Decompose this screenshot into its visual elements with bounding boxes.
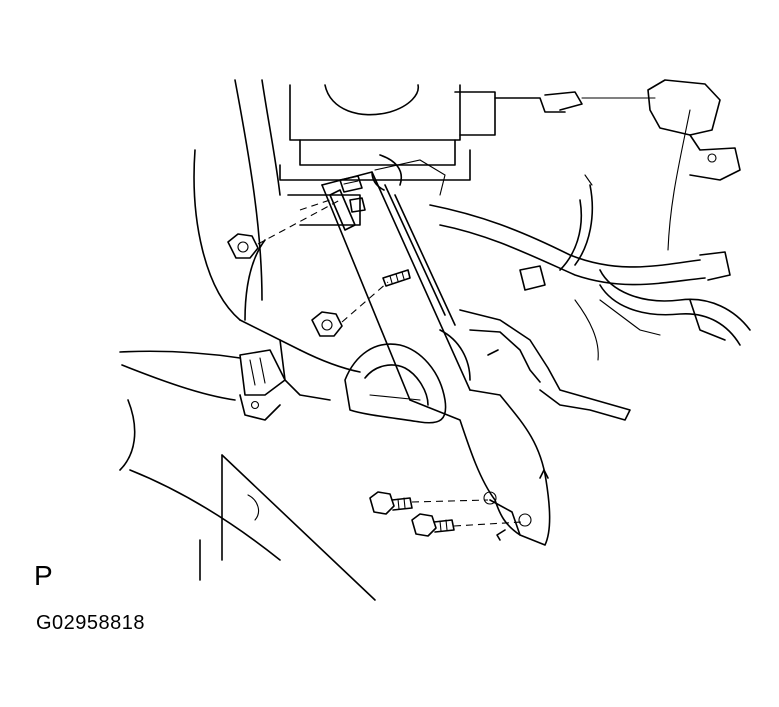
- bolt-upper: [369, 491, 413, 515]
- stud-bolt-upper: [339, 175, 363, 193]
- installation-guide-lines: [257, 199, 523, 527]
- figure-code: G02958818: [36, 612, 146, 634]
- instrument-panel-outline: [234, 79, 496, 301]
- lower-panel: [221, 454, 376, 601]
- lower-nut: [311, 311, 343, 337]
- central-bracket: [239, 339, 447, 424]
- wire-harness: [429, 79, 751, 361]
- body-panel-outline: [119, 149, 301, 581]
- view-letter: P: [34, 560, 53, 591]
- upper-nut: [227, 233, 259, 259]
- stud-bolt-lower: [382, 269, 411, 287]
- bolt-lower: [411, 513, 455, 537]
- brake-pedal-support: [321, 171, 631, 546]
